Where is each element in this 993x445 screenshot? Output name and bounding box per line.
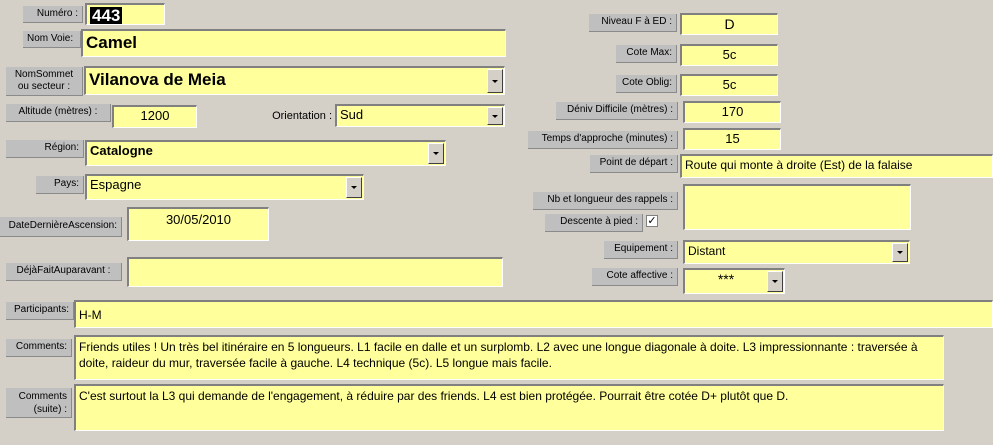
region-value: Catalogne — [90, 143, 153, 158]
comments-field[interactable]: Friends utiles ! Un très bel itinéraire … — [74, 335, 944, 380]
chevron-down-icon — [351, 186, 357, 189]
cote-affective-combo[interactable]: *** — [683, 268, 785, 294]
checkbox-checked-icon: ✓ — [647, 215, 657, 227]
nomsommet-dropdown-button[interactable] — [487, 69, 503, 93]
region-label: Région: — [6, 140, 84, 158]
orientation-dropdown-button[interactable] — [487, 107, 503, 125]
numero-label: Numéro : — [23, 6, 83, 23]
chevron-down-icon — [433, 152, 439, 155]
temps-label: Temps d'approche (minutes) : — [528, 131, 678, 149]
comments-suite-label-line1: Comments — [18, 391, 67, 402]
niveau-field[interactable]: D — [680, 13, 778, 35]
point-depart-field[interactable]: Route qui monte à droite (Est) de la fal… — [680, 154, 993, 178]
cote-max-field[interactable]: 5c — [680, 44, 778, 66]
pays-combo[interactable]: Espagne — [85, 174, 364, 200]
nomsommet-label-line1: NomSommet — [14, 69, 74, 80]
chevron-down-icon — [897, 251, 903, 254]
cote-affective-label: Cote affective : — [592, 268, 678, 286]
nomsommet-label-line2: ou secteur : — [17, 81, 71, 92]
chevron-down-icon — [492, 114, 498, 118]
comments-suite-label: Comments (suite) : — [6, 388, 72, 418]
rappels-field[interactable] — [683, 184, 911, 230]
comments-suite-field[interactable]: C'est surtout la L3 qui demande de l'eng… — [74, 384, 944, 431]
temps-field[interactable]: 15 — [683, 128, 781, 150]
participants-field[interactable]: H-M — [74, 300, 993, 328]
deja-fait-label: DéjàFaitAuparavant : — [6, 263, 122, 281]
region-dropdown-button[interactable] — [428, 143, 444, 164]
orientation-label: Orientation : — [272, 110, 332, 122]
orientation-value: Sud — [340, 107, 364, 122]
equipement-combo[interactable]: Distant — [683, 240, 910, 264]
chevron-down-icon — [772, 280, 778, 283]
nomsommet-label: NomSommet ou secteur : — [6, 67, 83, 96]
region-combo[interactable]: Catalogne — [85, 140, 446, 166]
numero-value: 443 — [90, 6, 123, 25]
numero-field[interactable]: 443 — [85, 3, 165, 25]
pays-dropdown-button[interactable] — [346, 177, 362, 198]
equipement-dropdown-button[interactable] — [892, 243, 908, 262]
cote-affective-value: *** — [717, 271, 735, 287]
deja-fait-field[interactable] — [127, 257, 503, 287]
point-depart-label: Point de départ : — [590, 155, 678, 173]
nomsommet-value: Vilanova de Meia — [89, 70, 226, 89]
cote-affective-dropdown-button[interactable] — [767, 271, 783, 292]
cote-oblig-field[interactable]: 5c — [680, 74, 778, 96]
pays-label: Pays: — [36, 176, 84, 194]
comments-label: Comments: — [6, 339, 72, 357]
date-derniere-label: DateDernièreAscension: — [0, 217, 122, 237]
pays-value: Espagne — [90, 177, 142, 192]
nom-voie-field[interactable]: Camel — [81, 29, 506, 57]
chevron-down-icon — [492, 79, 498, 83]
descente-label: Descente à pied : — [545, 214, 643, 232]
altitude-field[interactable]: 1200 — [112, 105, 197, 128]
nom-voie-label: Nom Voie: — [23, 31, 81, 48]
equipement-label: Equipement : — [604, 241, 678, 259]
cote-oblig-label: Cote Oblig: — [616, 75, 677, 93]
equipement-value: Distant — [688, 244, 726, 258]
nomsommet-combo[interactable]: Vilanova de Meia — [84, 66, 505, 95]
orientation-combo[interactable]: Sud — [335, 104, 505, 127]
participants-label: Participants: — [6, 302, 74, 320]
date-derniere-field[interactable]: 30/05/2010 — [127, 207, 269, 241]
niveau-label: Niveau F à ED : — [589, 14, 677, 32]
descente-checkbox[interactable]: ✓ — [646, 215, 658, 227]
cote-max-label: Cote Max: — [616, 45, 677, 63]
deniv-label: Déniv Difficile (mètres) : — [556, 102, 678, 120]
altitude-label: Altitude (mètres) : — [6, 104, 111, 122]
deniv-field[interactable]: 170 — [683, 101, 781, 123]
comments-suite-label-line2: (suite) : — [33, 404, 67, 415]
rappels-label: Nb et longueur des rappels : — [533, 192, 678, 210]
